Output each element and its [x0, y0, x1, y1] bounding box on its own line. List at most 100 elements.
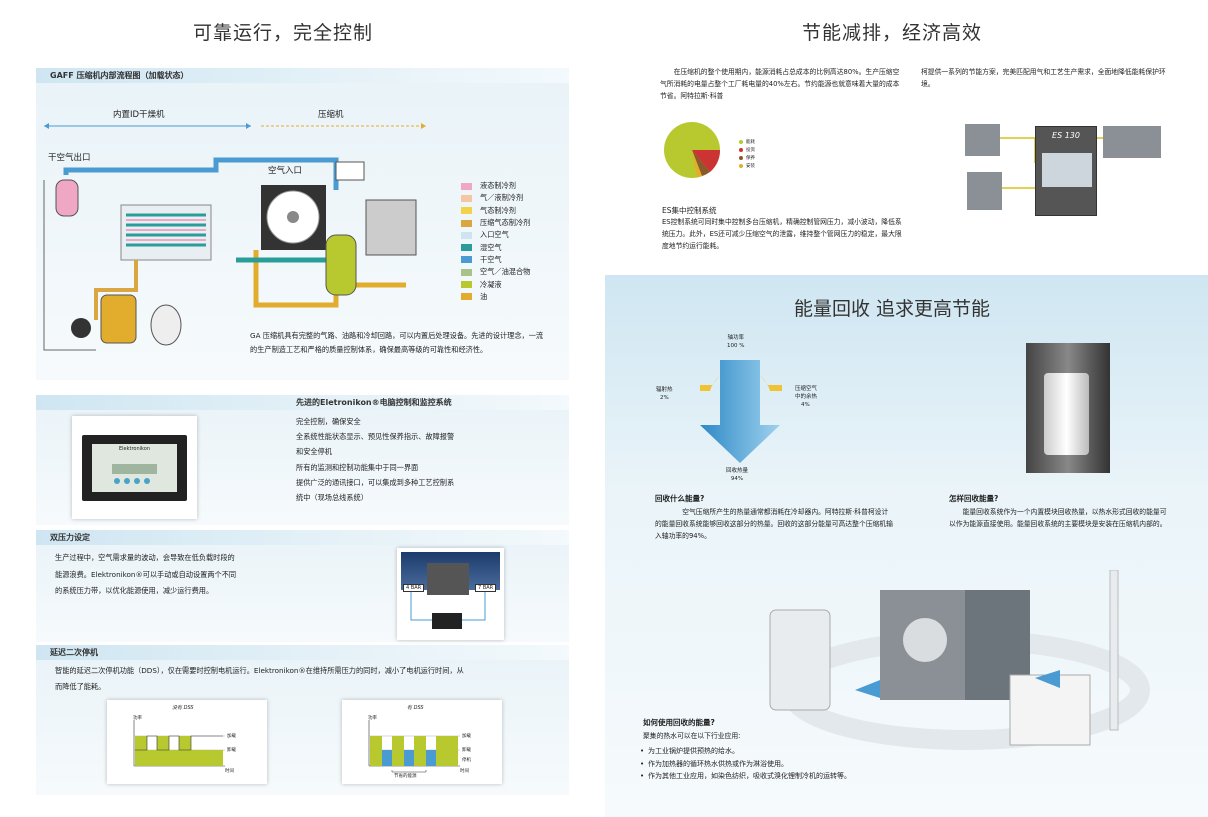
legend-label: 气／液制冷剂 [480, 193, 524, 203]
pie-dot [739, 156, 743, 160]
pie-dot [739, 164, 743, 168]
left-heading: 可靠运行，完全控制 [193, 22, 374, 44]
legend-label: 干空气 [480, 254, 502, 264]
recovered-pct: 94% [730, 476, 744, 482]
legend-item: 冷凝液 [461, 278, 566, 290]
heat-exchanger-photo [1026, 343, 1110, 473]
es-model-label: ES 130 [1052, 131, 1080, 140]
legend-label: 湿空气 [480, 242, 502, 252]
use-intro: 聚集的热水可以在以下行业应用: [643, 732, 741, 740]
dual-line: 的系统压力带，以优化能源使用，减少运行费用。 [55, 586, 214, 595]
chart1-xlabel: 时间 [225, 769, 234, 774]
dds-line: 而降低了能耗。 [55, 682, 106, 691]
chart2-xlabel: 时间 [460, 769, 469, 774]
heat-exchanger-plate [1044, 373, 1089, 455]
key-button [124, 478, 130, 484]
what-text: 空气压缩所产生的热量通常都消耗在冷却器内。阿特拉斯·科普柯设计的能量回收系统能够… [655, 508, 893, 540]
pie-legend-label: 安装 [746, 164, 755, 169]
chart2-stop: 停机 [462, 758, 471, 763]
elek-bar-title: 先进的Eletronikon®电脑控制和监控系统 [36, 395, 569, 410]
recovered-label: 回收热量 94% [726, 467, 748, 483]
es-compressor-1 [965, 124, 1000, 156]
chart1-title: 没有 DSS [172, 705, 194, 711]
flow-diagram [43, 123, 426, 351]
dryer-label: 内置ID干燥机 [113, 110, 165, 120]
how-title: 怎样回收能量? [949, 494, 999, 503]
chart1-ylabel: 功率 [133, 716, 142, 721]
recovery-illustration [769, 570, 1150, 750]
chart2-plot [368, 720, 460, 773]
residual-text2: 中的余热 [795, 394, 818, 400]
elek-item: 提供广泛的通讯接口，可以集成到多种工艺控制系 [296, 477, 455, 487]
elek-item: 统中（现场总线系统） [296, 493, 368, 503]
shaft-pct: 100 % [727, 343, 745, 349]
what-title: 回收什么能量? [655, 494, 705, 503]
pie-dot [739, 148, 743, 152]
recovery-heading: 能量回收 追求更高节能 [794, 298, 991, 320]
legend-label: 油 [480, 291, 488, 301]
elek-item: 全系统性能状态显示、预见性保养指示、故障报警 [296, 432, 455, 442]
pie-legend-item: 安装 [739, 162, 755, 170]
legend-label: 压缩气态制冷剂 [480, 218, 531, 228]
air-in-label: 空气入口 [268, 166, 303, 176]
legend-swatch [461, 182, 472, 190]
dual-compressor [427, 563, 469, 595]
legend-item: 空气／油混合物 [461, 266, 566, 278]
key-button [114, 478, 120, 484]
legend-label: 液态制冷剂 [480, 181, 516, 191]
controller-bezel: Elektronikon [82, 435, 187, 501]
how-text: 能量回收系统作为一个内置模块回收热量，以热水形式回收的能量可以作为能源直接使用。… [949, 508, 1167, 528]
controller-screen: Elektronikon [92, 444, 177, 492]
dds-chart-with: 有 DSS 功率 加载 卸载 停机 时间 节省的能源 [342, 700, 502, 784]
legend-swatch [461, 231, 472, 239]
energy-flow-arrow [700, 360, 782, 463]
dds-bar-title: 延迟二次停机 [36, 645, 569, 660]
legend-swatch [461, 293, 472, 301]
dual-bar-title: 双压力设定 [36, 530, 569, 545]
use-item: 作为加热器的循环热水供热或作为淋浴使用。 [640, 758, 851, 771]
pie-legend-label: 投资 [746, 148, 755, 153]
shaft-text: 轴功率 [727, 335, 744, 341]
chart1-unload: 卸载 [227, 748, 236, 753]
dual-text: 生产过程中，空气需求量的波动，会导致在低负载时段的 能源浪费。Elektroni… [55, 550, 236, 600]
compressor-label: 压缩机 [318, 110, 344, 120]
use-list: 为工业锅炉提供预热的给水。 作为加热器的循环热水供热或作为淋浴使用。 作为其他工… [640, 745, 851, 783]
chart2-unload: 卸载 [462, 748, 471, 753]
legend-swatch [461, 268, 472, 276]
chart2-saved-note: 节省的能源 [394, 774, 417, 779]
pie-legend-item: 能耗 [739, 138, 755, 146]
dry-air-out-label: 干空气出口 [48, 153, 91, 163]
chart2-ylabel: 功率 [368, 716, 377, 721]
energy-intro: 在压缩机的整个使用期内，能源消耗占总成本的比例高达80%。生产压缩空气所消耗的电… [660, 68, 900, 100]
legend-swatch [461, 207, 472, 215]
controller-brand: Elektronikon [119, 446, 150, 452]
key-button [134, 478, 140, 484]
es-screen [1042, 153, 1092, 187]
chart1-load: 加载 [227, 734, 236, 739]
controller-display [112, 464, 157, 474]
legend-item: 入口空气 [461, 229, 566, 241]
dual-line: 能源浪费。Elektronikon®可以手动或自动设置两个不同 [55, 569, 237, 579]
dds-text: 智能的延迟二次停机功能（DDS），仅在需要时控制电机运行。Elektroniko… [55, 663, 464, 695]
es-text: ES控制系统可同时集中控制多台压缩机，精确控制管网压力，减小波动，降低系统压力。… [662, 218, 902, 250]
key-button [144, 478, 150, 484]
legend-item: 气／液制冷剂 [461, 192, 566, 204]
legend-swatch [461, 281, 472, 289]
pie-legend-item: 保养 [739, 154, 755, 162]
pie-legend: 能耗 投资 保养 安装 [739, 138, 755, 170]
chart2-title: 有 DSS [407, 705, 424, 711]
dual-tag-right: 7 BAR [475, 584, 497, 592]
dual-line: 生产过程中，空气需求量的波动，会导致在低负载时段的 [55, 553, 235, 562]
flow-bar-title: GAFF 压缩机内部流程图（加载状态） [36, 68, 569, 83]
radiant-label: 辐射热 2% [656, 386, 673, 402]
dual-pressure-photo: 4 BAR 7 BAR [397, 548, 504, 640]
legend-item: 压缩气态制冷剂 [461, 217, 566, 229]
pie-legend-label: 能耗 [746, 140, 755, 145]
chart2-load: 加载 [462, 734, 471, 739]
dual-tag-left: 4 BAR [403, 584, 425, 592]
energy-intro-cont: 柯提供一系列的节能方案，完美匹配用气和工艺生产需求，全面地降低能耗保护环境。 [921, 68, 1166, 88]
flow-legend: 液态制冷剂 气／液制冷剂 气态制冷剂 压缩气态制冷剂 入口空气 湿空气 干空气 … [461, 180, 566, 303]
dds-chart-without: 没有 DSS 功率 加载 卸载 时间 [107, 700, 267, 784]
use-item: 为工业锅炉提供预热的给水。 [640, 745, 851, 758]
es-controller: ES 130 [1035, 126, 1097, 216]
